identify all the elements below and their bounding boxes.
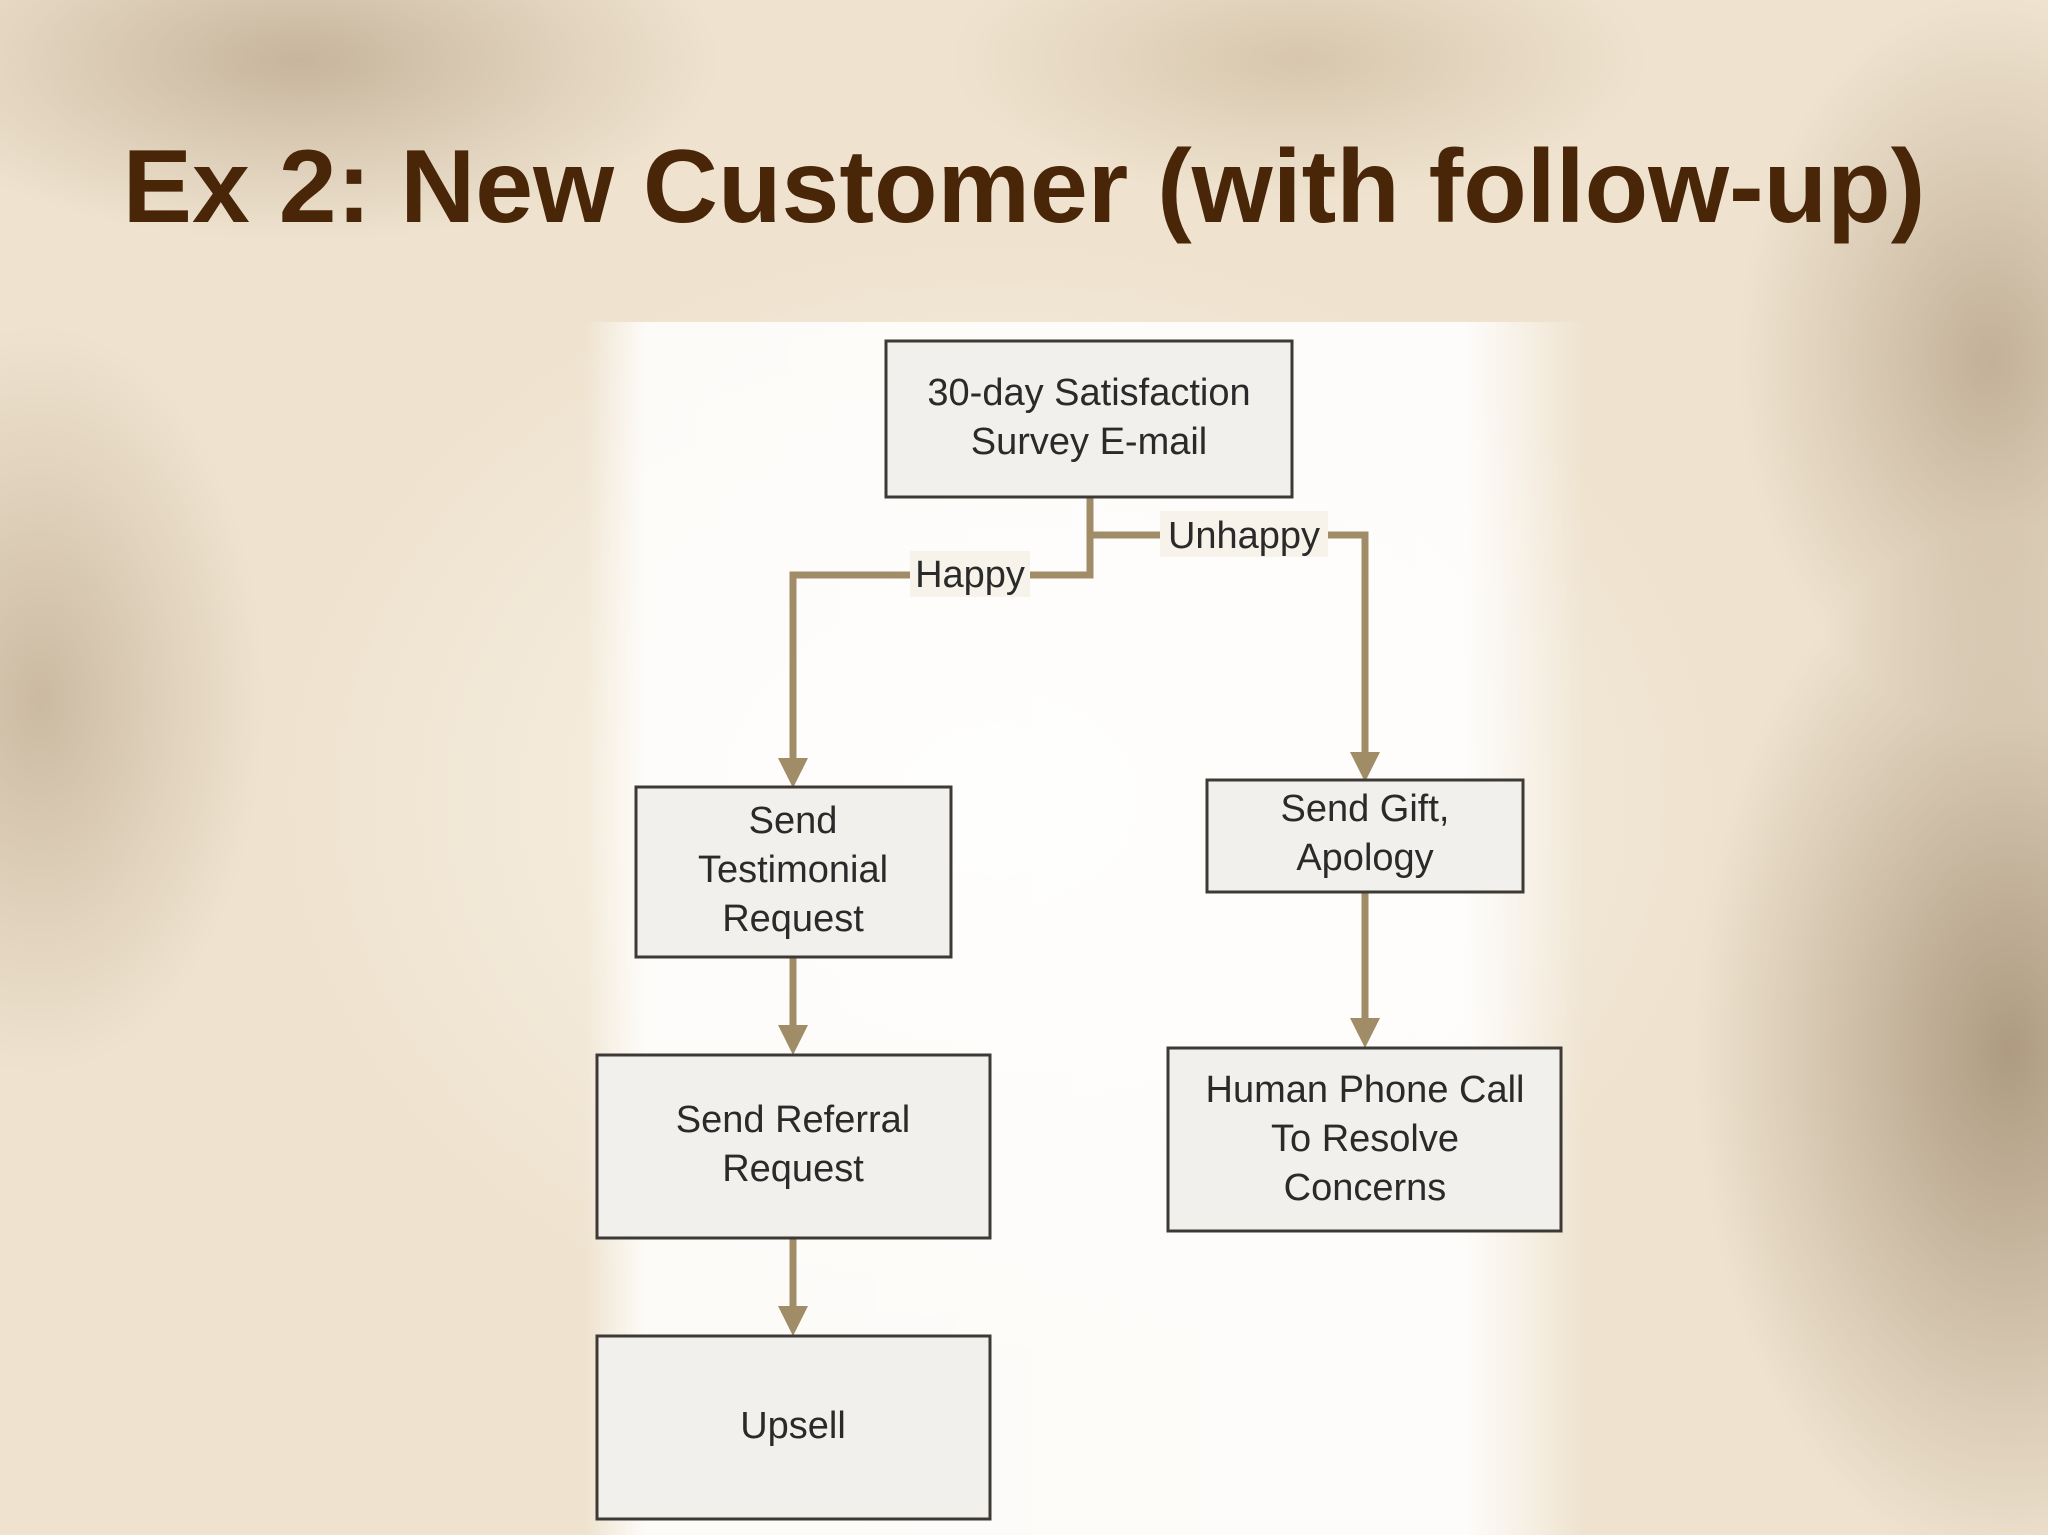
arrowhead-phone (1350, 1018, 1380, 1048)
edge-label-happy: Happy (910, 551, 1030, 597)
node-phone-line2: To Resolve (1271, 1118, 1459, 1160)
node-phone-call: Human Phone Call To Resolve Concerns (1166, 1046, 1563, 1233)
arrowhead-upsell (778, 1306, 808, 1336)
edge-label-unhappy: Unhappy (1160, 511, 1328, 557)
node-testimonial-line1: Send (749, 800, 838, 842)
node-survey-email: 30-day Satisfaction Survey E-mail (884, 339, 1294, 499)
arrowhead-referral (778, 1025, 808, 1055)
node-testimonial-request: Send Testimonial Request (634, 785, 953, 959)
node-testimonial-line3: Request (722, 898, 864, 940)
edge-happy (778, 497, 1094, 788)
slide-title: Ex 2: New Customer (with follow-up) (122, 129, 1926, 245)
arrowhead-unhappy (1350, 752, 1380, 782)
edge-gift-to-phone (1350, 892, 1380, 1048)
node-phone-line1: Human Phone Call (1206, 1069, 1525, 1111)
node-referral-line1: Send Referral (676, 1099, 910, 1141)
node-upsell-line1: Upsell (740, 1405, 846, 1447)
edge-testimonial-to-referral (778, 957, 808, 1055)
node-referral-line2: Request (722, 1148, 864, 1190)
unhappy-label: Unhappy (1168, 515, 1320, 557)
node-referral-request: Send Referral Request (595, 1053, 992, 1240)
happy-label: Happy (915, 554, 1025, 596)
node-upsell: Upsell (595, 1334, 992, 1521)
node-gift-line2: Apology (1296, 837, 1433, 879)
node-phone-line3: Concerns (1284, 1167, 1447, 1209)
node-survey-line2: Survey E-mail (971, 421, 1208, 463)
arrowhead-happy (778, 758, 808, 788)
node-survey-line1: 30-day Satisfaction (927, 372, 1250, 414)
node-gift-line1: Send Gift, (1281, 788, 1450, 830)
edge-referral-to-upsell (778, 1238, 808, 1336)
node-gift-apology: Send Gift, Apology (1205, 778, 1525, 894)
node-testimonial-line2: Testimonial (698, 849, 888, 891)
